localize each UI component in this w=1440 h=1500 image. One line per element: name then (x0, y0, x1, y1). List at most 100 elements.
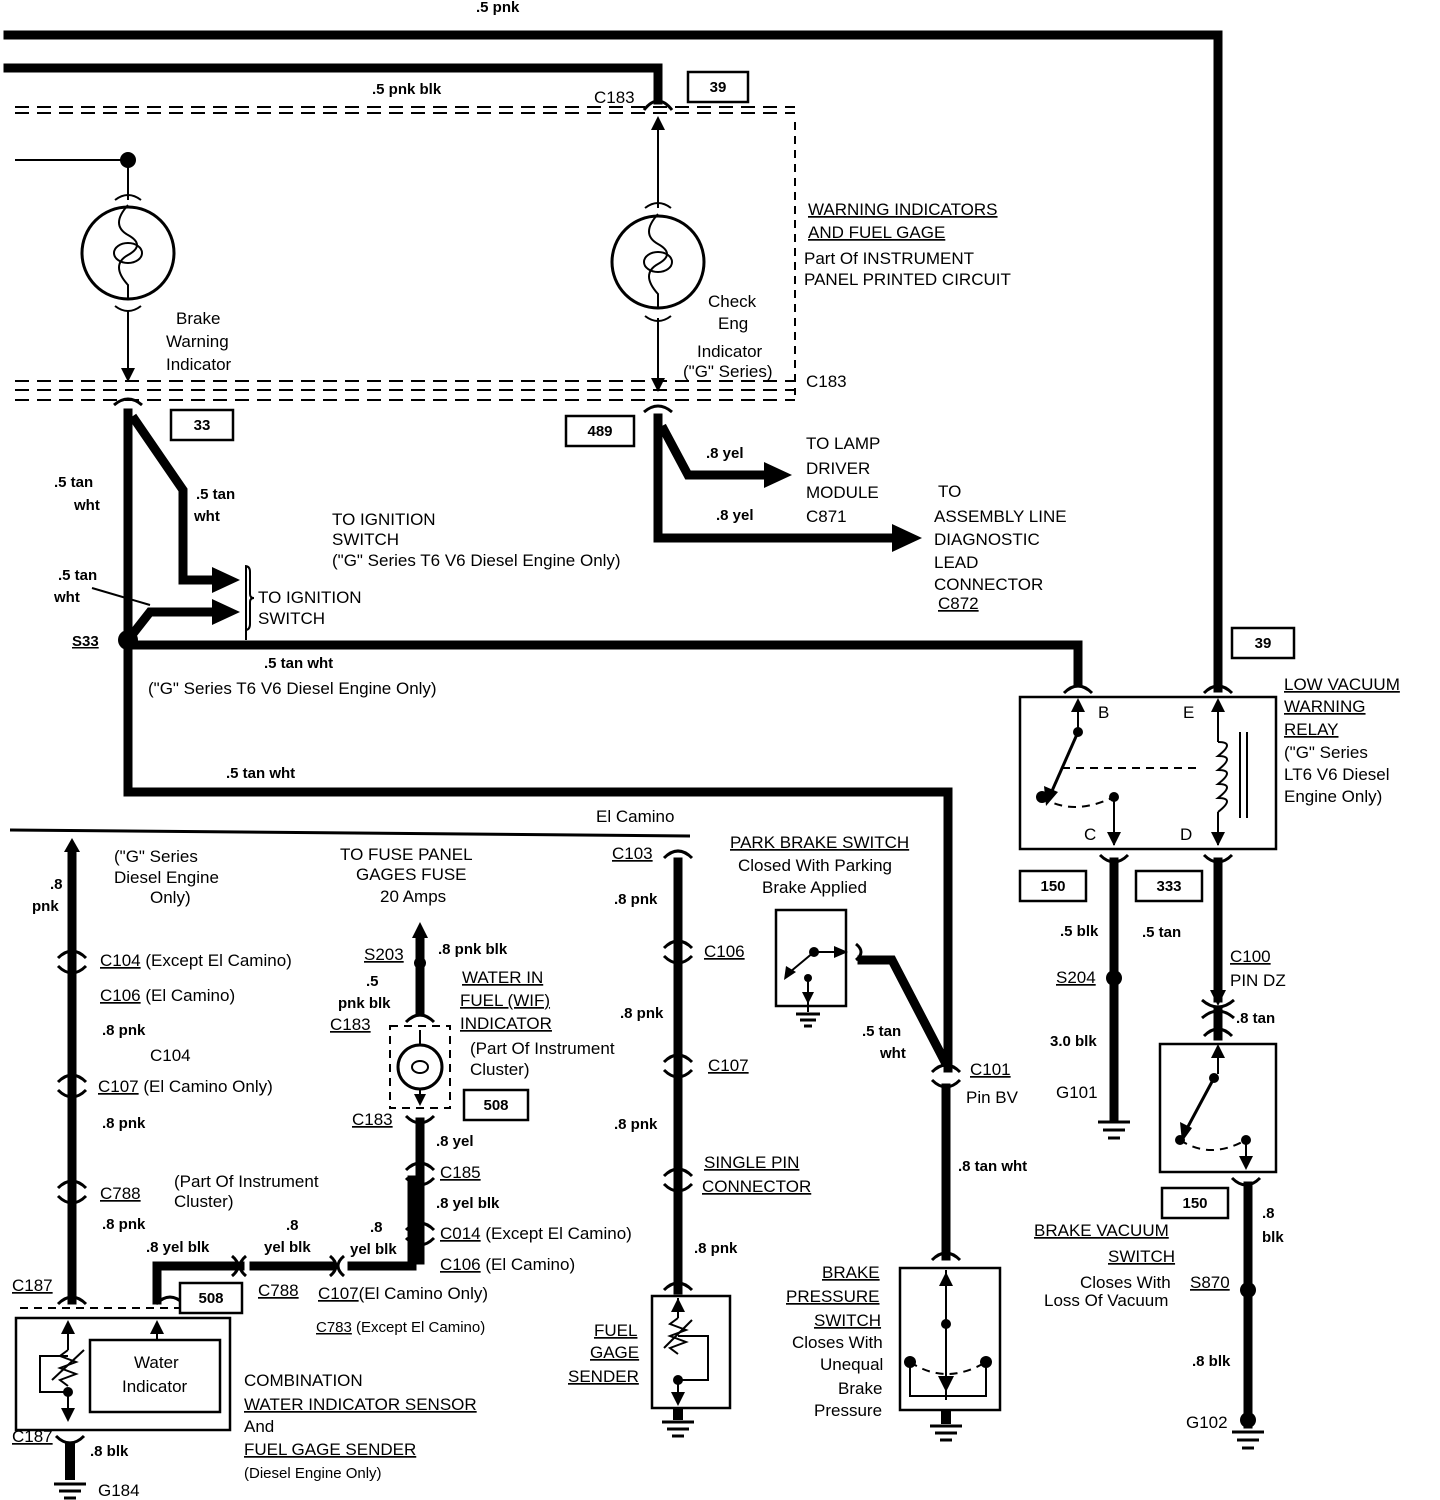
wire-label: .8 tan (1236, 1010, 1275, 1027)
connector-note: (El Camino) (485, 1255, 575, 1274)
wire-label: .5 blk (1060, 923, 1099, 940)
connector-label: C788 (100, 1184, 141, 1203)
connector-c014 (404, 1221, 436, 1247)
tag-box (1160, 1186, 1230, 1220)
splice-s870 (1240, 1282, 1256, 1298)
component-title: PARK BRAKE SWITCH (730, 833, 909, 852)
wire-label: wht (879, 1045, 906, 1062)
connector-single-pin (662, 1167, 694, 1193)
brake-pressure-switch-body (898, 1266, 1002, 1412)
wire-label: pnk blk (338, 995, 391, 1012)
wire-pnk-blk (3, 63, 663, 105)
relay-body (1018, 695, 1278, 851)
destination-label: CONNECTOR (934, 575, 1043, 594)
destination-label: ("G" Series T6 V6 Diesel Engine Only) (332, 551, 621, 570)
ground-dot (1240, 1412, 1256, 1428)
component-label: Brake (176, 309, 220, 328)
wire-label: .5 tan (58, 567, 97, 584)
connector-label: C183 (806, 372, 847, 391)
component-title: And (244, 1417, 274, 1436)
svg-text:C107 (El Camino Only): C107 (El Camino Only) (98, 1077, 273, 1096)
connector-pin (1202, 684, 1234, 695)
component-title: BRAKE VACUUM (1034, 1221, 1169, 1240)
component-label: Indicator (697, 342, 763, 361)
splice-label: S33 (72, 633, 99, 650)
relay-title: LOW VACUUM (1284, 675, 1400, 694)
component-title: SENDER (568, 1367, 639, 1386)
arrow (671, 1392, 685, 1406)
component-note: Unequal (820, 1355, 883, 1374)
contact-dot (941, 1319, 951, 1329)
destination-label: ASSEMBLY LINE (934, 507, 1067, 526)
arrow (212, 599, 240, 625)
wire-label: .5 tan wht (264, 655, 333, 672)
wire-tan-wht-relay (123, 640, 1083, 687)
connector-c104 (56, 949, 88, 975)
component-label: Water (134, 1353, 179, 1372)
component-title: WATER INDICATOR SENSOR (244, 1395, 477, 1414)
svg-text:C107(El Camino Only): C107(El Camino Only) (318, 1284, 488, 1303)
connector-c183-top (642, 99, 674, 111)
variable-resistor-icon (51, 1349, 85, 1381)
tag-box (1018, 869, 1088, 903)
connector-label: C106 (100, 986, 141, 1005)
connector-c103 (662, 849, 694, 860)
arrow (651, 378, 665, 392)
bulb-filament (411, 1060, 429, 1074)
arrow (1107, 832, 1121, 846)
arrow (61, 1320, 75, 1334)
wire-tan-wht-main (123, 408, 953, 1073)
note-label: ("G" Series T6 V6 Diesel Engine Only) (148, 679, 437, 698)
connector-c107-mid (662, 1053, 694, 1079)
splice-label: S203 (364, 945, 404, 964)
wire-label: .5 pnk blk (372, 81, 442, 98)
destination-label: C872 (938, 594, 979, 613)
connector-pin (662, 1281, 694, 1292)
arrow (764, 462, 792, 488)
component-title: COMBINATION (244, 1371, 363, 1390)
component-note: (Part Of Instrument (470, 1039, 615, 1058)
section-note: Part Of INSTRUMENT (804, 249, 974, 268)
connector-label: C104 (150, 1046, 191, 1065)
component-note: Brake Applied (762, 878, 867, 897)
tag-box (1230, 626, 1296, 660)
wire-label: .8 pnk (614, 891, 658, 908)
component-title: INDICATOR (460, 1014, 552, 1033)
wire-label: .5 tan (1142, 924, 1181, 941)
connector-note: (El Camino Only) (143, 1077, 272, 1096)
wire-label: .8 pnk (694, 1240, 738, 1257)
wif-indicator-outline (389, 1025, 451, 1109)
arrow (1211, 698, 1225, 712)
wire-label: .8 blk (90, 1443, 129, 1460)
arrow (1210, 990, 1226, 1006)
wire-label: .8 (286, 1217, 299, 1234)
connector-pin (855, 942, 863, 962)
lead (39, 1355, 68, 1393)
switch-contact-path (1179, 1139, 1247, 1151)
connector-label: C107 (708, 1056, 749, 1075)
wire-yel-blk (347, 1175, 417, 1271)
note-label: Diesel Engine (114, 868, 219, 887)
tag-box (178, 1281, 244, 1315)
connector-pin (113, 397, 143, 407)
component-note: Pressure (814, 1401, 882, 1420)
component-title: GAGE (590, 1343, 639, 1362)
wire-label: .5 (366, 973, 379, 990)
wire-label: .8 pnk (102, 1216, 146, 1233)
destination-label: SWITCH (258, 609, 325, 628)
wire-label: .8 (1262, 1205, 1275, 1222)
component-note: Closed With Parking (738, 856, 892, 875)
component-label: Indicator (122, 1377, 188, 1396)
destination-label: TO IGNITION (258, 588, 362, 607)
connector-title: SINGLE PIN (704, 1153, 799, 1172)
tag-label: 489 (587, 423, 612, 440)
connector-label: C185 (440, 1163, 481, 1182)
connector-label: C101 (970, 1060, 1011, 1079)
connector-pin (1062, 684, 1094, 695)
tag-box (1134, 869, 1204, 903)
section-label: El Camino (596, 807, 674, 826)
destination-label: GAGES FUSE (356, 865, 467, 884)
component-note: Cluster) (470, 1060, 530, 1079)
connector-label: PIN DZ (1230, 971, 1286, 990)
ground-label: G101 (1056, 1083, 1098, 1102)
